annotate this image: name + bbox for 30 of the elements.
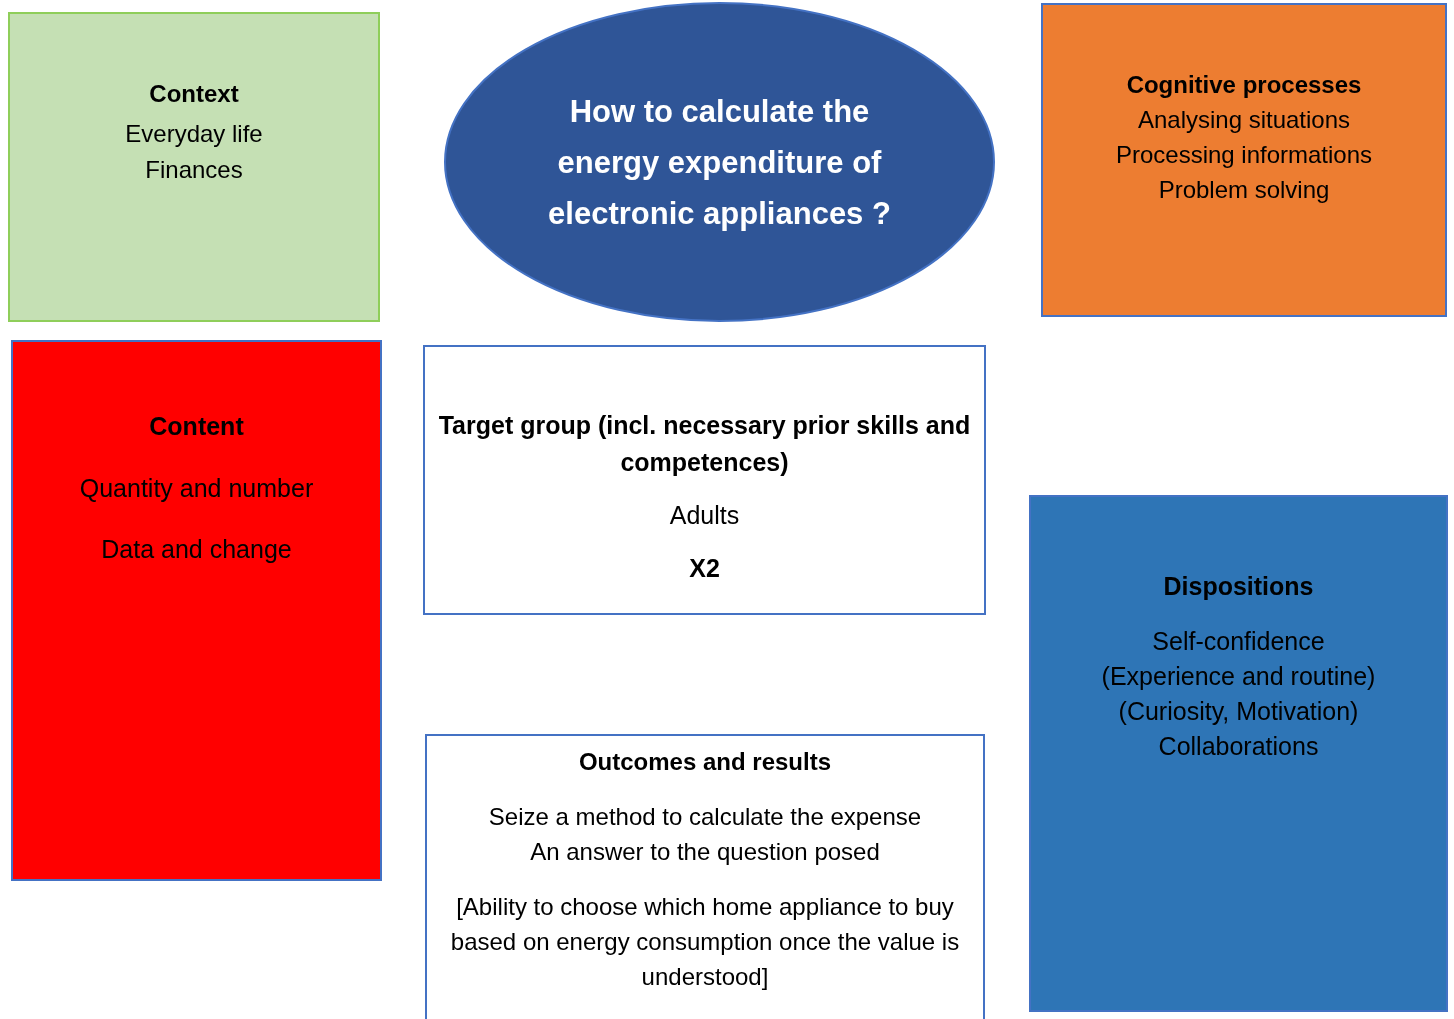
body-text: Problem solving <box>1158 175 1330 205</box>
content-box <box>11 340 382 881</box>
body-text: Everyday life <box>125 119 263 149</box>
heading-text: Context <box>149 79 239 109</box>
outcomes-box <box>425 734 985 1019</box>
cognitive-processes-box <box>1041 3 1447 317</box>
body-text: Adults <box>669 500 740 531</box>
body-text: Finances <box>145 155 243 185</box>
heading-text: Cognitive processes <box>1126 70 1362 100</box>
body-text: Self-confidence <box>1152 626 1325 657</box>
heading-text: Content <box>149 411 244 442</box>
body-text: Collaborations <box>1158 731 1319 762</box>
body-text: Seize a method to calculate the expense <box>488 802 922 832</box>
question-ellipse <box>442 0 997 324</box>
body-text: Quantity and number <box>79 472 314 504</box>
body-text: Analysing situations <box>1137 105 1351 135</box>
body-text: Processing informations <box>1115 140 1373 170</box>
dispositions-box <box>1029 495 1448 1012</box>
body-text: (Experience and routine) <box>1101 661 1376 692</box>
context-box <box>8 12 380 322</box>
heading-text: How to calculate the energy expenditure of electronic appliances ? <box>547 93 892 233</box>
body-text: X2 <box>689 553 720 584</box>
target-group-box <box>423 345 986 615</box>
heading-text: Target group (incl. necessary prior skills and competences) <box>437 410 972 478</box>
heading-text: Dispositions <box>1163 571 1314 602</box>
body-text: An answer to the question posed <box>530 837 880 867</box>
body-text: [Ability to choose which home appliance to buy based on energy consumption once the value is understood] <box>449 892 961 992</box>
body-text: Data and change <box>101 534 292 565</box>
heading-text: Outcomes and results <box>578 747 832 777</box>
body-text: (Curiosity, Motivation) <box>1118 696 1359 727</box>
